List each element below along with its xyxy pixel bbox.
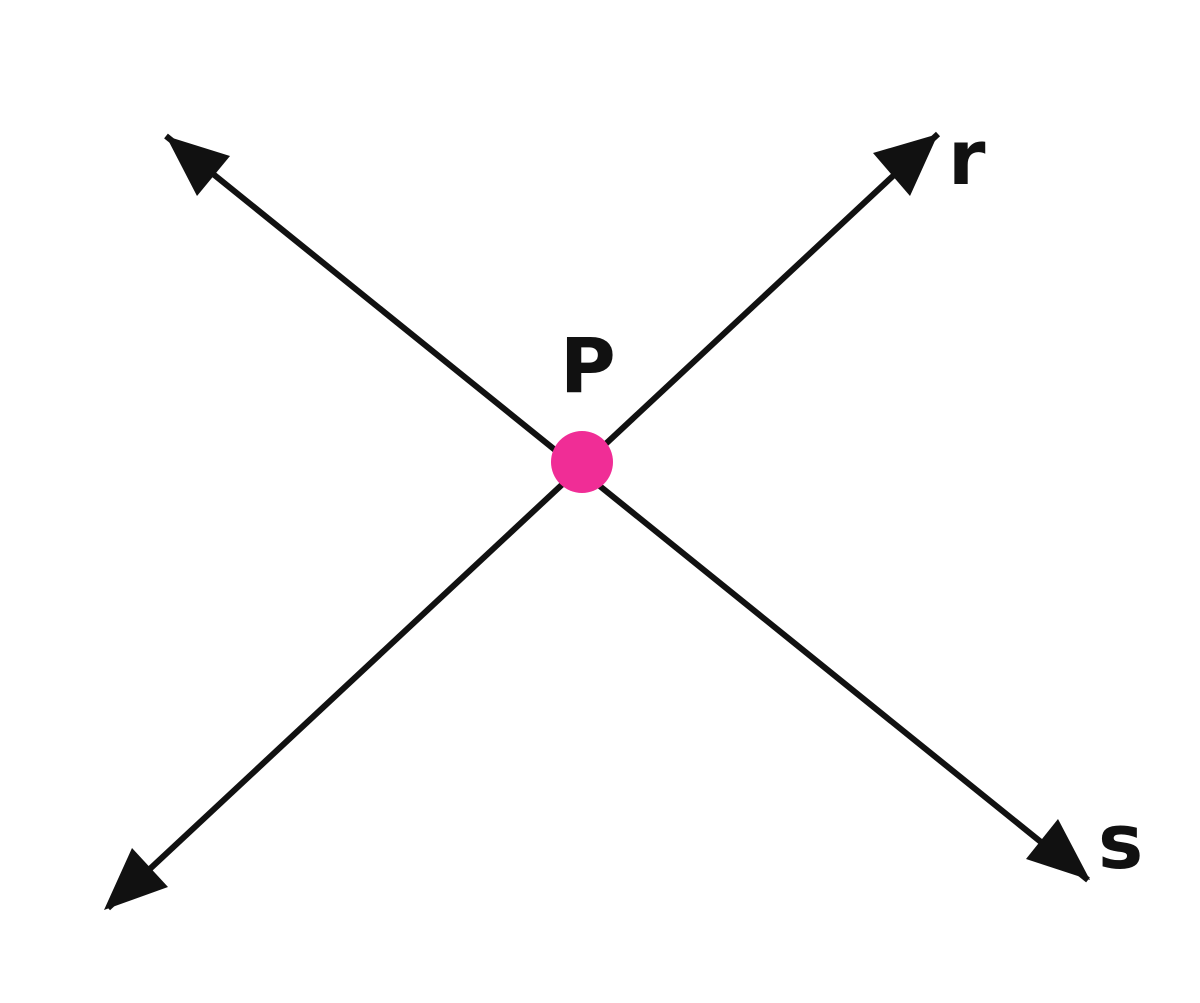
line-r-arrowhead-lower: [104, 848, 168, 910]
line-s-arrowhead-lower: [1026, 819, 1090, 880]
line-s-arrowhead-upper: [166, 136, 230, 196]
line-s: [164, 133, 1090, 883]
line-r: [105, 131, 941, 911]
line-r-label: r: [948, 113, 986, 202]
line-s-label: s: [1098, 797, 1143, 886]
point-p-label: P: [560, 321, 616, 410]
point-p-marker: [551, 431, 613, 493]
line-r-arrowhead-upper: [873, 134, 938, 196]
